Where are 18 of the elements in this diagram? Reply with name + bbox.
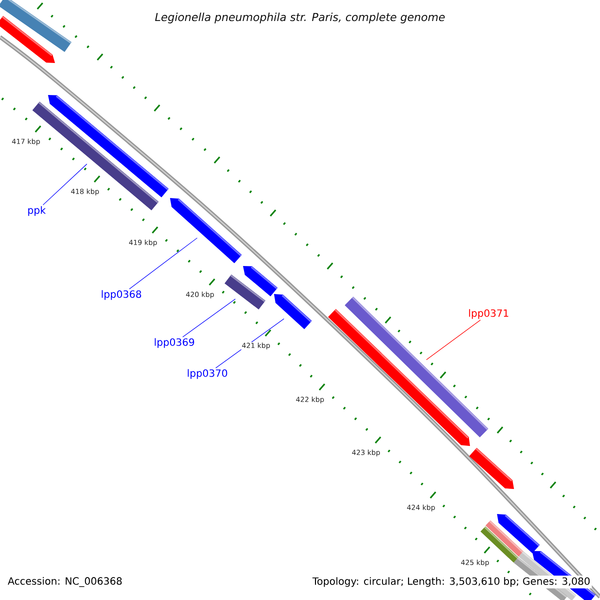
gene-label: lpp0371 [469,309,508,319]
gene-block [328,309,470,446]
gene-block [274,294,312,330]
gene-label: lpp0369 [154,338,194,348]
leader-line [182,298,236,338]
leader-line [129,238,198,290]
leader-line [42,164,88,206]
gene-label: lpp0368 [102,290,142,300]
footer-text: Accession: NC_006368 [6,576,124,588]
gene-block [0,16,55,63]
leader-line [426,320,481,360]
footer-text: Topology: circular; Length: 3,503,610 bp; Genes: 3,080 [310,576,592,588]
gene-block [243,266,278,296]
gene-label: ppk [28,206,46,216]
gene-label: lpp0370 [188,369,228,379]
gene-block [170,198,242,264]
gene-block [469,448,514,489]
title: Legionella pneumophila str. Paris, complete genome [155,12,445,24]
